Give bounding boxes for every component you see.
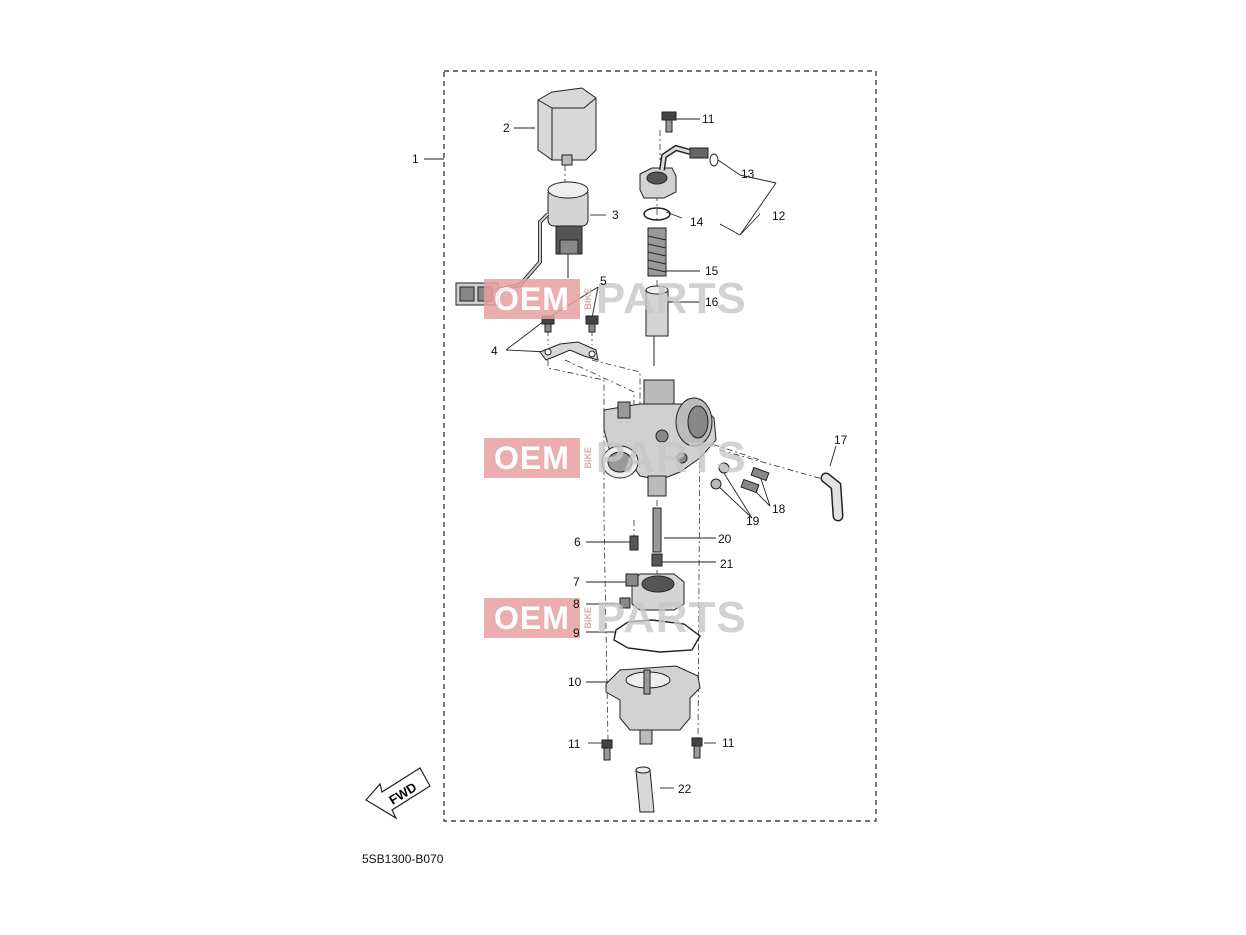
- screw-part-6: [629, 535, 639, 551]
- callout-22: 22: [678, 782, 692, 796]
- callout-3: 3: [612, 208, 619, 222]
- callout-11-top: 11: [702, 112, 715, 126]
- assembly-frame: [443, 70, 877, 822]
- diagram-code: 5SB1300-B070: [362, 852, 444, 866]
- callout-18: 18: [772, 502, 786, 516]
- screws-part-18-19: [710, 462, 770, 494]
- watermark-bike: BIKE: [582, 447, 593, 469]
- spring-part-15: [647, 227, 667, 277]
- gasket-part-9: [613, 619, 701, 653]
- carburetor-body: [601, 379, 717, 497]
- watermark-oem: OEM: [484, 598, 580, 638]
- screw-part-11-top: [661, 111, 677, 133]
- piston-part-16: [645, 285, 669, 366]
- watermark-3: OEM BIKE PARTS: [484, 593, 747, 642]
- watermark-oem: OEM: [484, 279, 580, 319]
- hose-part-22: [635, 766, 655, 813]
- fwd-arrow-icon: [365, 767, 431, 820]
- callout-14: 14: [690, 215, 704, 229]
- watermark-oem: OEM: [484, 438, 580, 478]
- callout-2: 2: [503, 121, 510, 135]
- callout-21: 21: [720, 557, 734, 571]
- callout-5: 5: [600, 274, 607, 288]
- callout-15: 15: [705, 264, 719, 278]
- callout-13: 13: [741, 167, 755, 181]
- bowl-part-10: [605, 665, 701, 745]
- watermark-parts: PARTS: [595, 274, 747, 323]
- callout-8: 8: [573, 597, 580, 611]
- screw-part-8: [619, 597, 631, 609]
- top-cover-part-12: [639, 144, 719, 199]
- watermark-parts: PARTS: [595, 433, 747, 482]
- jet-part-21: [651, 553, 663, 567]
- callout-11-bottom-right: 11: [722, 736, 735, 750]
- callout-4: 4: [491, 344, 498, 358]
- callout-17: 17: [834, 433, 848, 447]
- callout-7: 7: [573, 575, 580, 589]
- callout-11-bottom-left: 11: [568, 737, 581, 751]
- watermark-2: OEM BIKE PARTS: [484, 433, 747, 482]
- watermark-1: OEM BIKE PARTS: [484, 274, 747, 323]
- callout-19: 19: [746, 514, 760, 528]
- callout-9: 9: [573, 626, 580, 640]
- cap-part-2: [537, 87, 597, 166]
- screws-part-11-bottom: [601, 737, 703, 761]
- callout-12: 12: [772, 209, 786, 223]
- oring-part-14: [643, 207, 671, 221]
- callout-10: 10: [568, 675, 582, 689]
- plate-part-4: [539, 341, 599, 361]
- watermark-parts: PARTS: [595, 593, 747, 642]
- leader-lines: [424, 118, 837, 789]
- watermark-bike: BIKE: [582, 288, 593, 310]
- callout-6: 6: [574, 535, 581, 549]
- float-part-7: [625, 573, 685, 611]
- jet-part-20: [652, 507, 662, 553]
- watermark-bike: BIKE: [582, 607, 593, 629]
- callout-20: 20: [718, 532, 732, 546]
- callout-16: 16: [705, 295, 719, 309]
- callout-1: 1: [412, 152, 419, 166]
